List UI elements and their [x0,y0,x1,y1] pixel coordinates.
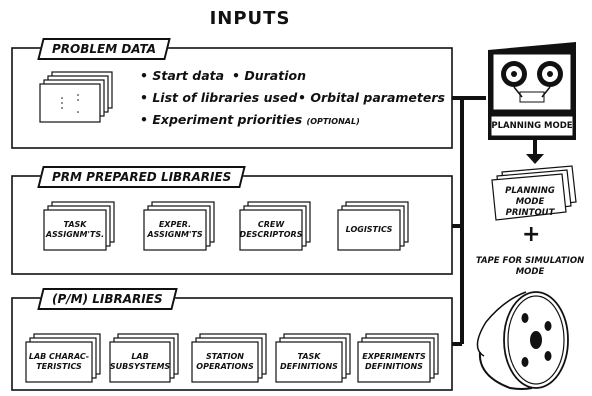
bullet-duration: • Duration [232,68,306,83]
pm-libraries-label: (P/M) LIBRARIES [37,288,178,310]
card-exper-assignments: EXPER.ASSIGNM'TS [147,220,203,239]
card-logistics: LOGISTICS [345,225,393,234]
bullet-orbital-parameters: • Orbital parameters [298,90,445,105]
plus-sign: + [522,222,541,247]
diagram-title: INPUTS [209,8,291,29]
arrow-head [526,154,544,164]
bullet-start-data: • Start data [140,68,225,83]
pm-card-stacks [25,333,439,383]
printout-stack [491,165,577,221]
bullet-experiment-priorities: • Experiment priorities (OPTIONAL) [140,112,360,127]
tape-recorder-icon [488,42,576,140]
problem-data-sheets-icon [39,71,113,123]
prm-libraries-label: PRM PREPARED LIBRARIES [37,166,247,188]
bullet-libraries-used: • List of libraries used [140,90,298,105]
planning-mode-label: PLANNING MODE [491,121,573,131]
tape-reel-icon [476,291,569,390]
card-lab-characteristics: LAB CHARAC-TERISTICS [28,352,90,371]
problem-data-label: PROBLEM DATA [37,38,171,60]
prm-card-stacks [43,201,409,251]
